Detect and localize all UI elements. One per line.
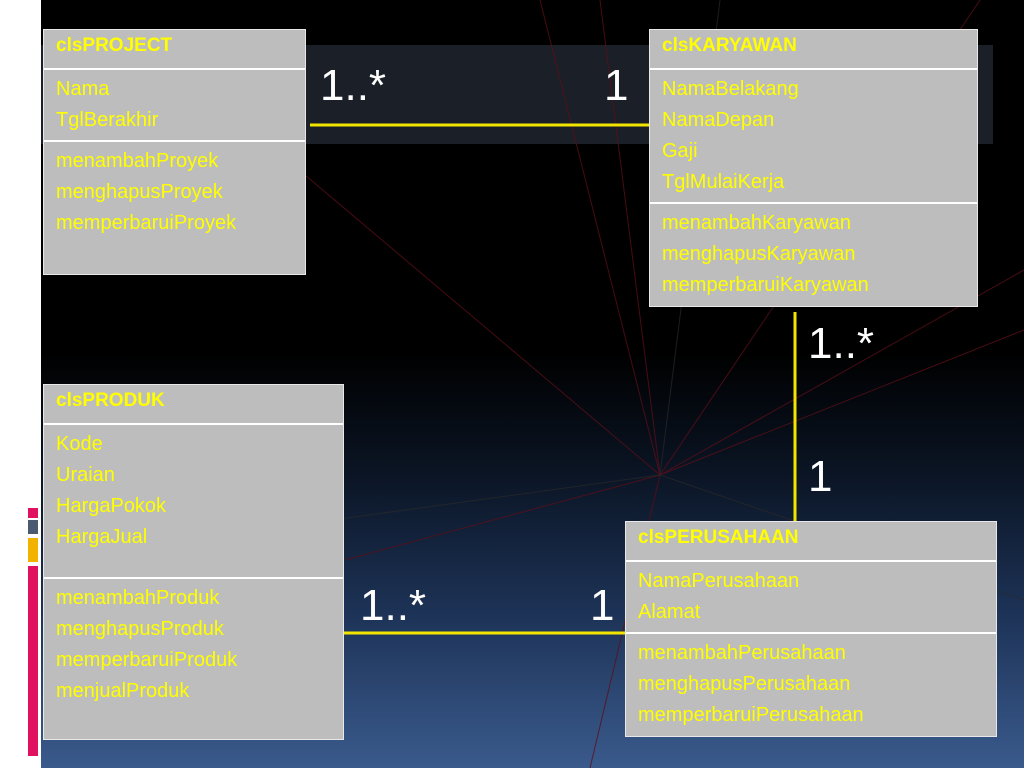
attribute: NamaPerusahaan xyxy=(638,570,800,592)
multiplicity-perusahaan-end: 1 xyxy=(808,452,833,501)
attribute: Nama xyxy=(56,78,110,100)
method: menghapusProduk xyxy=(56,618,224,640)
multiplicity-karyawan-end: 1..* xyxy=(808,319,875,368)
attribute: TglBerakhir xyxy=(56,109,159,131)
attributes-section: NamaBelakang NamaDepan Gaji TglMulaiKerj… xyxy=(650,68,977,202)
method: menambahPerusahaan xyxy=(638,642,846,664)
methods-section: menambahPerusahaan menghapusPerusahaan m… xyxy=(626,632,996,731)
class-name: clsKARYAWAN xyxy=(662,35,797,56)
attribute: NamaDepan xyxy=(662,109,775,131)
methods-section: menambahProyek menghapusProyek memperbar… xyxy=(44,140,305,239)
attribute: Uraian xyxy=(56,464,115,486)
attribute: Alamat xyxy=(638,601,701,623)
method: menghapusKaryawan xyxy=(662,243,856,265)
accent-square-amber xyxy=(28,538,38,562)
accent-square-pink xyxy=(28,508,38,518)
method: menambahProduk xyxy=(56,587,220,609)
attribute: HargaJual xyxy=(56,526,148,548)
attribute: NamaBelakang xyxy=(662,78,799,100)
attribute: TglMulaiKerja xyxy=(662,171,785,193)
class-box-perusahaan: clsPERUSAHAAN NamaPerusahaan Alamat mena… xyxy=(625,521,997,737)
method: menjualProduk xyxy=(56,680,190,702)
class-name: clsPROJECT xyxy=(56,35,173,56)
attributes-section: NamaPerusahaan Alamat xyxy=(626,560,996,632)
class-name: clsPERUSAHAAN xyxy=(638,527,799,548)
attribute: Kode xyxy=(56,433,103,455)
class-box-produk: clsPRODUK Kode Uraian HargaPokok HargaJu… xyxy=(43,384,344,740)
class-box-project: clsPROJECT Nama TglBerakhir menambahProy… xyxy=(43,29,306,275)
multiplicity-project-end: 1..* xyxy=(320,61,387,110)
method: menghapusProyek xyxy=(56,181,223,203)
multiplicity-produk-end: 1..* xyxy=(360,581,427,630)
accent-square-slate xyxy=(28,520,38,534)
method: menghapusPerusahaan xyxy=(638,673,851,695)
attribute: Gaji xyxy=(662,140,698,162)
method: memperbaruiKaryawan xyxy=(662,274,869,296)
attribute: HargaPokok xyxy=(56,495,167,517)
method: memperbaruiPerusahaan xyxy=(638,704,864,726)
accent-bar-pink xyxy=(28,566,38,756)
multiplicity-karyawan-end: 1 xyxy=(604,61,629,110)
methods-section: menambahKaryawan menghapusKaryawan mempe… xyxy=(650,202,977,301)
method: menambahProyek xyxy=(56,150,219,172)
methods-section: menambahProduk menghapusProduk memperbar… xyxy=(44,577,343,707)
attributes-section: Nama TglBerakhir xyxy=(44,68,305,140)
class-name: clsPRODUK xyxy=(56,390,165,411)
attributes-section: Kode Uraian HargaPokok HargaJual xyxy=(44,423,343,577)
multiplicity-perusahaan-end: 1 xyxy=(590,581,615,630)
method: memperbaruiProyek xyxy=(56,212,237,234)
method: memperbaruiProduk xyxy=(56,649,238,671)
class-box-karyawan: clsKARYAWAN NamaBelakang NamaDepan Gaji … xyxy=(649,29,978,307)
method: menambahKaryawan xyxy=(662,212,851,234)
